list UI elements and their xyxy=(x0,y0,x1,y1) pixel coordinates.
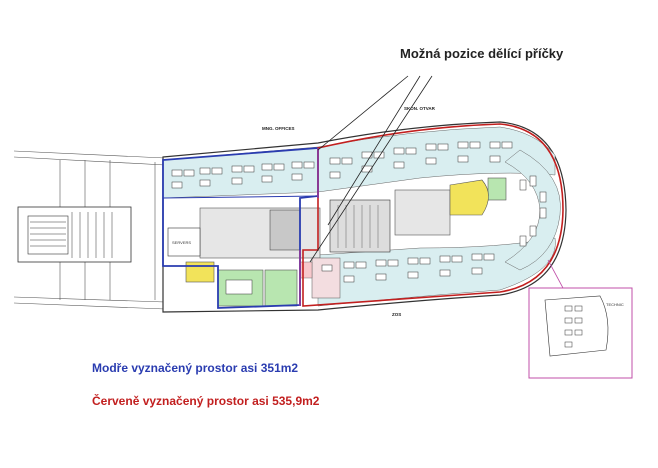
office-band-top xyxy=(162,126,556,199)
reception-pink xyxy=(299,261,313,279)
kitchen-2 xyxy=(449,179,489,216)
legend-red-area: Červeně vyznačený prostor asi 535,9m2 xyxy=(92,394,320,408)
meeting-room-2 xyxy=(264,269,298,307)
reception xyxy=(311,257,341,299)
blue-zone-inner xyxy=(162,195,319,199)
label-zone-top: SKON. OTVAR xyxy=(404,106,436,111)
desks-bottom xyxy=(321,175,547,283)
annotation-title: Možná pozice dělící příčky xyxy=(400,46,564,61)
label-mng-offices: MNG. OFFICES xyxy=(262,126,295,131)
office-band-right xyxy=(504,149,561,271)
meeting-room-3 xyxy=(487,177,507,201)
inset-label-technic: TECHNIC xyxy=(606,302,624,307)
servers-room xyxy=(167,227,201,257)
stair-block xyxy=(17,206,132,263)
meeting-table xyxy=(225,279,253,295)
inset-detail: TECHNIC xyxy=(528,259,633,379)
desks-top xyxy=(171,141,513,189)
servers-label: SERVERS xyxy=(172,240,191,245)
legend-blue-area: Modře vyznačený prostor asi 351m2 xyxy=(92,361,299,375)
kitchen-1 xyxy=(185,261,215,283)
annotation-arrows xyxy=(309,75,433,263)
red-zone-outline xyxy=(302,123,564,307)
label-zone-bottom: ZOS xyxy=(392,312,401,317)
